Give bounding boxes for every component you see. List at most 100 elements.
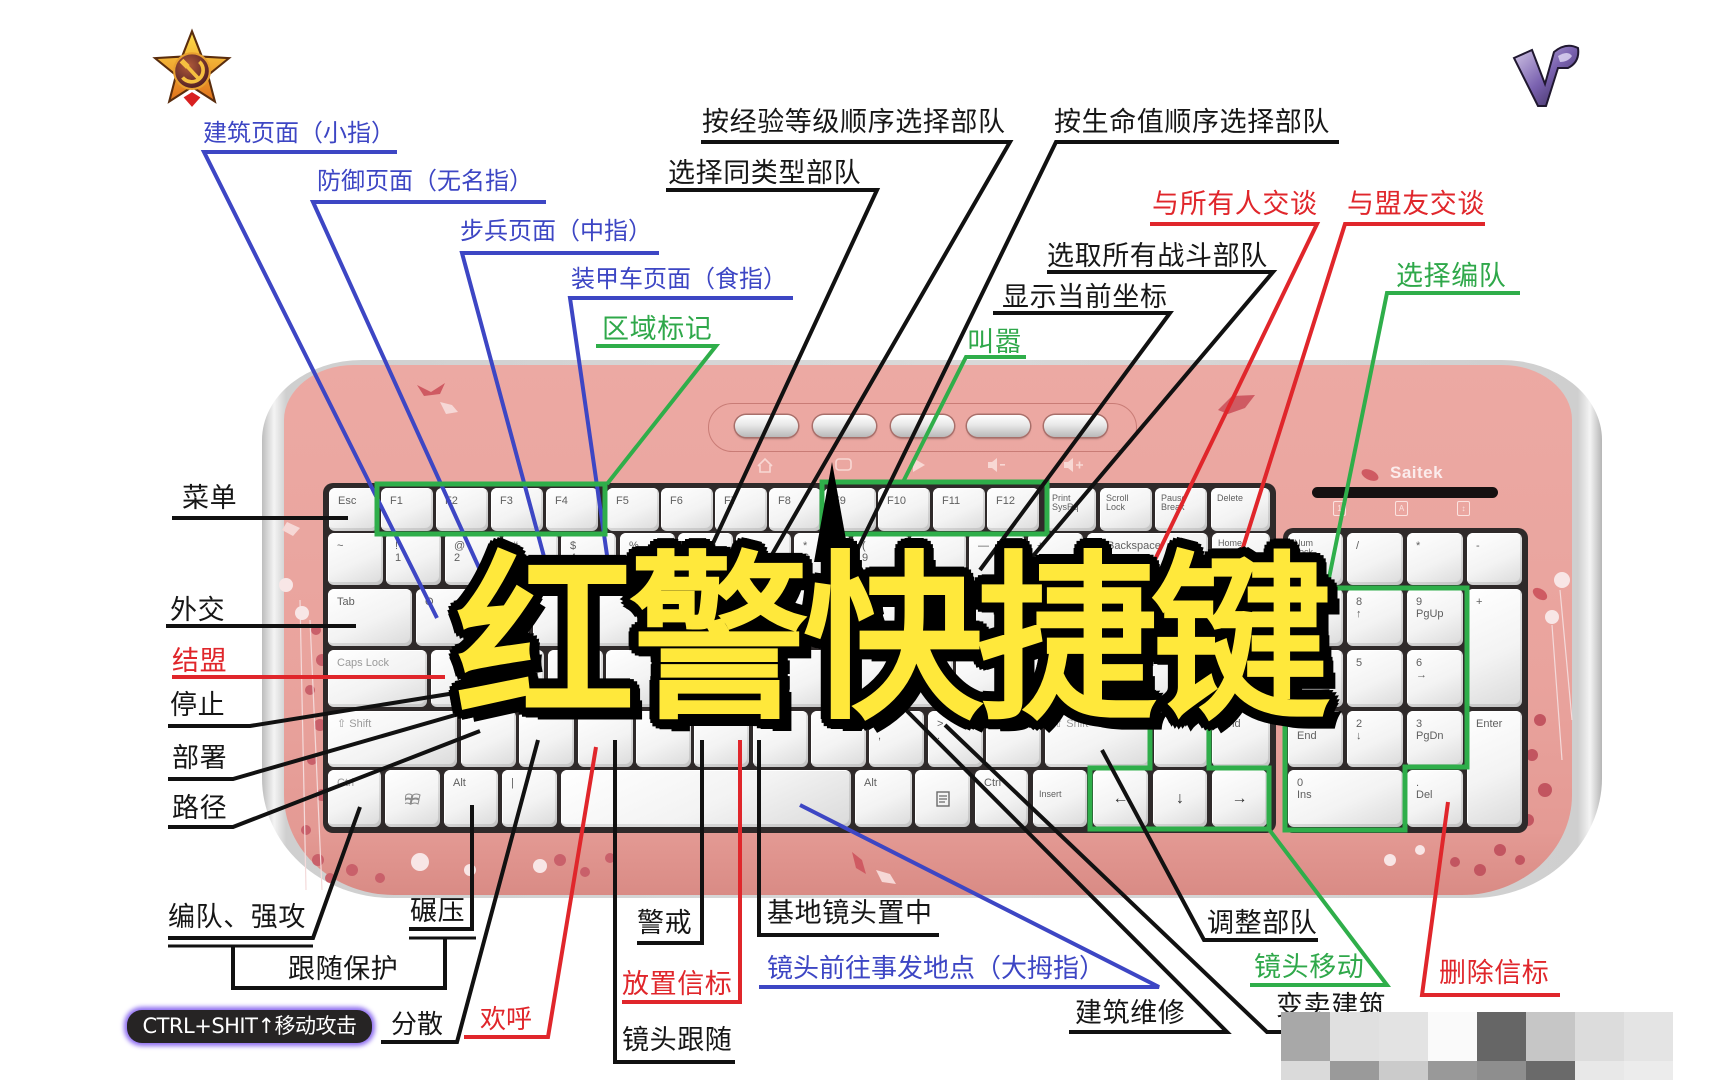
mosaic-cell	[1379, 1061, 1428, 1080]
label-select-team: 选择编队	[1396, 261, 1507, 292]
leader-select-by-veterancy	[701, 140, 1014, 559]
label-camera-follow: 镜头跟随	[622, 1025, 733, 1056]
key-f10: F10	[878, 488, 930, 531]
leader-adjust-units	[1100, 749, 1318, 942]
mosaic-cell	[1379, 1012, 1428, 1061]
leader-defense-tab	[309, 200, 546, 593]
leaf-icon	[1361, 469, 1379, 481]
key-right-bracket	[1058, 589, 1113, 646]
key-numpad-enter: Enter	[1467, 711, 1522, 827]
mosaic-cell	[1624, 1012, 1673, 1061]
label-adjust-units: 调整部队	[1207, 908, 1318, 939]
key-numpad-6: 6 →	[1407, 650, 1463, 707]
label-select-same-type: 选择同类型部队	[668, 158, 862, 189]
allied-eagle-emblem-icon	[1512, 44, 1580, 107]
red-leader-lines	[172, 222, 1560, 1039]
label-select-by-health: 按生命值顺序选择部队	[1054, 107, 1330, 138]
key-f4: F4	[546, 488, 598, 531]
title-outline-spike	[814, 462, 850, 562]
key-7: & 7	[736, 533, 791, 585]
leaf-icon	[282, 522, 300, 536]
key-p	[941, 589, 996, 646]
volume-down-icon	[988, 458, 1005, 472]
key-enter	[1073, 650, 1208, 707]
label-waypoint: 路径	[172, 793, 228, 824]
leader-chat-allies	[1238, 222, 1485, 558]
key-h	[723, 650, 778, 707]
key-numpad-0: 0 Ins	[1288, 770, 1403, 827]
key-slash	[986, 711, 1041, 767]
key-l	[898, 650, 953, 707]
key-windows	[385, 770, 440, 827]
label-area-mark: 区域标记	[602, 314, 713, 345]
butterfly-icon	[417, 383, 445, 396]
key-numpad-3: 3 PgDn	[1407, 711, 1463, 767]
key-arrow-up	[1154, 711, 1208, 767]
key-numpad-plus: +	[1467, 589, 1522, 707]
leader-building-tab	[200, 150, 439, 619]
blue-leader-lines	[200, 150, 1160, 989]
windows-logo-icon	[404, 793, 421, 805]
mosaic-cell	[1526, 1061, 1575, 1080]
label-camera-move: 镜头移动	[1254, 952, 1365, 983]
key-numpad-decimal: . Del	[1407, 770, 1463, 827]
key-6: ^ 6	[678, 533, 733, 585]
home-icon	[757, 457, 773, 473]
mosaic-cell	[1477, 1061, 1526, 1080]
key-numpad-4: 4 ←	[1288, 650, 1343, 707]
menu-key-icon	[935, 790, 950, 807]
key-v	[636, 711, 691, 767]
soviet-star-emblem-icon	[152, 28, 232, 107]
key-o	[883, 589, 938, 646]
key-arrow-right: →	[1212, 770, 1267, 827]
label-crush: 碾压	[410, 896, 466, 927]
key-home: Home	[1212, 533, 1270, 585]
key-backspace: ←Backspace	[1087, 533, 1208, 585]
leader-repair-building	[901, 705, 1232, 1034]
key-y	[708, 589, 763, 646]
leader-camera-move	[1250, 826, 1392, 987]
label-jump-to-event: 镜头前往事发地点（大拇指）	[767, 954, 1106, 984]
key-f1: F1	[381, 488, 433, 531]
leader-chat-all	[1148, 222, 1321, 571]
key-numpad-5: 5	[1347, 650, 1403, 707]
leader-vehicle-tab	[567, 296, 793, 591]
key-f11: F11	[933, 488, 985, 531]
key-left-bracket	[999, 589, 1054, 646]
mosaic-cell	[1526, 1012, 1575, 1061]
key-x	[519, 711, 574, 767]
pixelated-watermark	[1281, 1012, 1673, 1080]
key-space	[561, 770, 851, 827]
label-stop: 停止	[170, 690, 226, 721]
label-select-all-combat: 选取所有战斗部队	[1047, 241, 1268, 272]
green-leader-lines	[374, 291, 1520, 987]
key-page-down	[1212, 650, 1270, 707]
label-building-tab: 建筑页面（小指）	[203, 119, 395, 147]
leader-place-beacon	[622, 740, 742, 1004]
leader-taunt	[901, 355, 1026, 483]
label-vehicle-tab: 装甲车页面（食指）	[571, 265, 787, 293]
leader-show-coordinates	[978, 311, 1174, 572]
leader-select-all-combat	[998, 270, 1278, 597]
leader-crush	[409, 805, 474, 931]
caps-lock-indicator: A	[1395, 501, 1408, 516]
key-pause-break: Pause Break	[1155, 488, 1207, 531]
highlight-box-arrow-keys	[1087, 705, 1272, 832]
label-guard: 警戒	[637, 908, 693, 939]
leader-area-mark	[596, 344, 721, 486]
key-2: @ 2	[445, 533, 500, 585]
leader-select-same-type	[666, 188, 881, 553]
label-select-by-veterancy: 按经验等级顺序选择部队	[702, 107, 1006, 138]
media-button-play	[891, 415, 954, 437]
mosaic-cell	[1624, 1061, 1673, 1080]
mosaic-cell	[1477, 1012, 1526, 1061]
mosaic-cell	[1428, 1012, 1477, 1061]
page-title: 红警快捷键	[454, 536, 1331, 745]
label-diplomacy: 外交	[170, 595, 226, 626]
media-button-volume-down	[967, 415, 1030, 437]
key-quote	[1014, 650, 1069, 707]
keyboard-brand-logo: Saitek	[1390, 463, 1444, 482]
leader-waypoint	[168, 729, 481, 829]
label-deploy: 部署	[172, 743, 228, 774]
